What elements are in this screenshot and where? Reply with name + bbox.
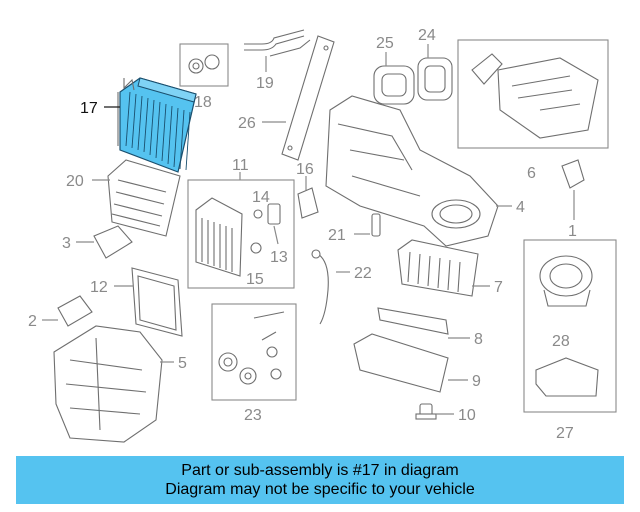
callout-6: 6 <box>527 165 536 182</box>
part-5-lower-housing[interactable] <box>53 325 163 443</box>
parts-diagram: 17 18 19 26 25 24 6 1 <box>28 27 617 443</box>
callout-19: 19 <box>256 75 274 92</box>
part-4-hvac-housing[interactable] <box>325 95 499 247</box>
part-24-seal[interactable] <box>417 57 453 101</box>
part-27-box <box>523 239 617 413</box>
callout-24: 24 <box>418 27 436 44</box>
callout-23: 23 <box>244 407 262 424</box>
callout-17: 17 <box>80 100 98 117</box>
callout-11: 11 <box>232 157 249 174</box>
part-12-frame[interactable] <box>131 267 183 337</box>
callout-22: 22 <box>354 265 372 282</box>
callout-21: 21 <box>328 227 346 244</box>
callout-1: 1 <box>568 223 577 240</box>
part-28-resistor[interactable] <box>535 357 599 397</box>
part-22-tube[interactable] <box>311 249 329 325</box>
part-16-sensor[interactable] <box>297 187 319 219</box>
banner-line-2: Diagram may not be specific to your vehi… <box>165 481 475 498</box>
callout-20: 20 <box>66 173 84 190</box>
part-26-bracket[interactable] <box>281 35 335 161</box>
part-8-seal[interactable] <box>377 307 449 335</box>
part-1-actuator[interactable] <box>561 159 585 189</box>
callout-3: 3 <box>62 235 71 252</box>
callout-5: 5 <box>178 355 187 372</box>
part-19-hoses[interactable] <box>244 29 311 57</box>
part-14-oring[interactable] <box>253 209 263 219</box>
part-21-sensor[interactable] <box>371 213 381 237</box>
callout-16: 16 <box>296 161 314 178</box>
callout-14: 14 <box>252 189 270 206</box>
callout-28: 28 <box>552 333 570 350</box>
part-9-seal[interactable] <box>353 333 449 393</box>
part-23-box <box>211 303 297 401</box>
part-11-evaporator-kit[interactable] <box>195 197 243 277</box>
part-18-grommet[interactable] <box>188 54 220 74</box>
part-23-seals-kit[interactable] <box>218 311 285 385</box>
part-15-oring[interactable] <box>250 242 262 254</box>
callout-18: 18 <box>194 94 212 111</box>
part-27-blower-motor[interactable] <box>539 255 593 307</box>
callout-7: 7 <box>494 279 503 296</box>
part-25-seal[interactable] <box>373 65 415 105</box>
callout-15: 15 <box>246 271 264 288</box>
part-13-valve[interactable] <box>267 203 281 225</box>
callout-10: 10 <box>458 407 476 424</box>
callout-13: 13 <box>270 249 288 266</box>
part-2-actuator[interactable] <box>57 295 93 327</box>
callout-27: 27 <box>556 425 574 442</box>
part-11-box <box>187 179 295 289</box>
callout-9: 9 <box>472 373 481 390</box>
part-20-heater-core[interactable] <box>107 159 181 237</box>
info-banner: Part or sub-assembly is #17 in diagram D… <box>16 456 624 504</box>
callout-4: 4 <box>516 199 525 216</box>
part-6-housing[interactable] <box>471 53 599 139</box>
banner-line-1: Part or sub-assembly is #17 in diagram <box>181 462 459 479</box>
callout-12: 12 <box>90 279 108 296</box>
part-10-bolt[interactable] <box>415 403 437 420</box>
part-3-actuator[interactable] <box>93 225 133 259</box>
part-6-box <box>457 39 609 149</box>
callout-25: 25 <box>376 35 394 52</box>
callout-8: 8 <box>474 331 483 348</box>
part-7-filter[interactable] <box>397 239 479 297</box>
callout-2: 2 <box>28 313 37 330</box>
part-17-evaporator[interactable] <box>117 77 197 173</box>
part-18-box <box>179 43 229 87</box>
callout-26: 26 <box>238 115 256 132</box>
